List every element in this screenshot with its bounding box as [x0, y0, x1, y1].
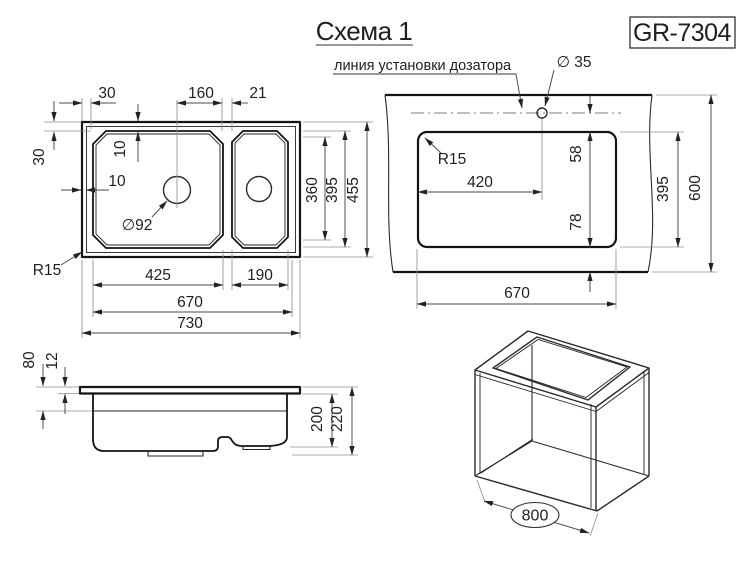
dim-10-left: 10	[108, 173, 126, 190]
dim-30-left: 30	[31, 148, 48, 166]
small-bowl	[231, 130, 289, 249]
side-view-dimension-lines	[40, 364, 355, 456]
large-bowl	[92, 130, 224, 249]
page-title: Схема 1	[316, 16, 413, 46]
cutout-outline	[416, 130, 618, 249]
dim-10-top: 10	[112, 140, 129, 158]
small-bowl-inner	[234, 133, 286, 246]
dim-cutout-radius: R15	[438, 151, 466, 168]
dim-12: 12	[44, 352, 61, 369]
counter-break-left	[384, 94, 394, 273]
dim-corner-radius: R15	[33, 262, 61, 279]
dim-hole-diameter: ∅ 35	[556, 54, 591, 71]
cutout-dimension-lines	[416, 69, 714, 307]
counter-break-right	[647, 94, 654, 273]
dim-200: 200	[309, 406, 326, 432]
top-view-dimension-lines	[51, 100, 370, 336]
small-bowl-pad	[242, 446, 271, 451]
model-badge-box	[629, 16, 736, 49]
dim-395-top-view: 395	[324, 177, 341, 203]
dim-670-cutout: 670	[504, 285, 530, 302]
dim-21: 21	[249, 85, 266, 102]
large-bowl-inner	[95, 133, 221, 246]
cabinet-cutout-lip	[494, 339, 628, 398]
sink-flange	[78, 385, 302, 395]
cabinet-top-outer	[474, 330, 650, 408]
dim-455: 455	[345, 177, 362, 203]
dim-190: 190	[247, 267, 273, 284]
dim-420: 420	[467, 174, 493, 191]
dim-800: 800	[522, 508, 549, 525]
small-drain-hole	[245, 175, 273, 203]
dim-58: 58	[568, 145, 585, 162]
dim-600: 600	[687, 175, 704, 201]
dim-800-oval	[510, 501, 560, 529]
cabinet-3d-view: 800	[474, 330, 650, 537]
dim-drain-diameter: ∅92	[122, 217, 153, 234]
cutout-extension-lines	[416, 94, 717, 309]
dim-78: 78	[568, 213, 585, 230]
dim-360: 360	[304, 177, 321, 203]
dim-160: 160	[188, 85, 214, 102]
sink-side-view: 80 12 200 220	[21, 351, 358, 457]
sink-body-profile	[92, 393, 288, 452]
dim-670-top-view: 670	[177, 294, 203, 311]
countertop-cutout-view: линия установки дозатора ∅ 35 R15 420 58…	[333, 54, 717, 309]
dim-395-cutout: 395	[655, 176, 672, 202]
large-bowl-pad	[147, 451, 204, 457]
header: Схема 1 GR-7304	[316, 16, 736, 49]
sink-top-view: 30 160 21 30 10 10 ∅92 R15 425 190 670 7…	[31, 85, 373, 338]
dispenser-hole	[536, 107, 548, 119]
sink-outer-edge	[80, 120, 302, 259]
dispenser-note: линия установки дозатора	[334, 58, 512, 74]
cabinet-dimension: 800	[476, 479, 599, 537]
dim-80: 80	[21, 351, 38, 369]
dim-30-top: 30	[98, 85, 116, 102]
cabinet-top-cutout	[492, 336, 631, 401]
dim-220: 220	[329, 406, 346, 432]
dim-730: 730	[177, 315, 203, 332]
dim-425: 425	[145, 267, 171, 284]
model-number: GR-7304	[633, 19, 732, 47]
